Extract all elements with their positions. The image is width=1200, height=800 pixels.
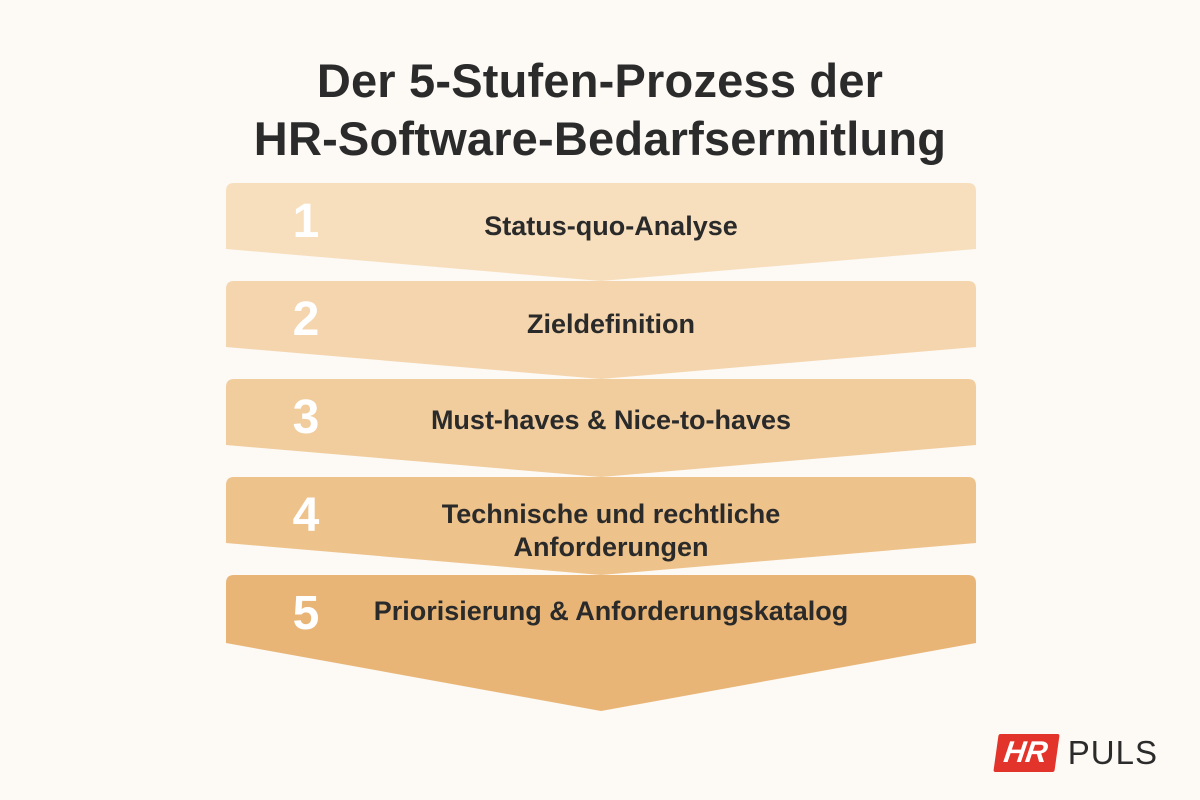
step-2-zieldefinition: 2 Zieldefinition (226, 281, 976, 379)
step-5-label: Priorisierung & Anforderungskatalog (373, 596, 849, 626)
step-2-chevron-shape (226, 281, 976, 379)
step-5-chevron-shape (226, 575, 976, 711)
step-2-number: 2 (292, 293, 320, 346)
step-4-technische-anforderungen: 4 Technische und rechtliche Anforderunge… (226, 477, 976, 575)
step-4-label: Technische und rechtliche Anforderungen (441, 499, 781, 562)
step-4-chevron-path (226, 477, 976, 575)
step-3-chevron-path (226, 379, 976, 477)
logo-puls-text: PULS (1067, 734, 1158, 771)
step-1-number: 1 (292, 195, 320, 248)
step-4-chevron-shape (226, 477, 976, 575)
step-3-number: 3 (292, 391, 320, 444)
step-5-priorisierung: 5 Priorisierung & Anforderungskatalog (226, 575, 976, 711)
step-3-chevron-shape (226, 379, 976, 477)
step-5-chevron-path (226, 575, 976, 711)
step-1-status-quo-analyse: 1 Status-quo-Analyse (226, 183, 976, 281)
hr-puls-logo: HR PULS (993, 734, 1158, 772)
step-1-chevron-shape (226, 183, 976, 281)
title-line-1: Der 5-Stufen-Prozess der (316, 54, 884, 107)
title-line-2: HR-Software-Bedarfsermitlung (253, 112, 947, 165)
step-4-number: 4 (292, 489, 320, 542)
logo-hr-badge: HR (993, 734, 1061, 772)
page-title: Der 5-Stufen-Prozess der HR-Software-Bed… (0, 52, 1200, 168)
step-1-chevron-path (226, 183, 976, 281)
step-3-must-haves: 3 Must-haves & Nice-to-haves (226, 379, 976, 477)
step-2-label: Zieldefinition (527, 309, 695, 339)
step-3-label: Must-haves & Nice-to-haves (430, 405, 792, 435)
step-1-label: Status-quo-Analyse (484, 211, 738, 241)
step-2-chevron-path (226, 281, 976, 379)
step-5-number: 5 (292, 587, 320, 640)
